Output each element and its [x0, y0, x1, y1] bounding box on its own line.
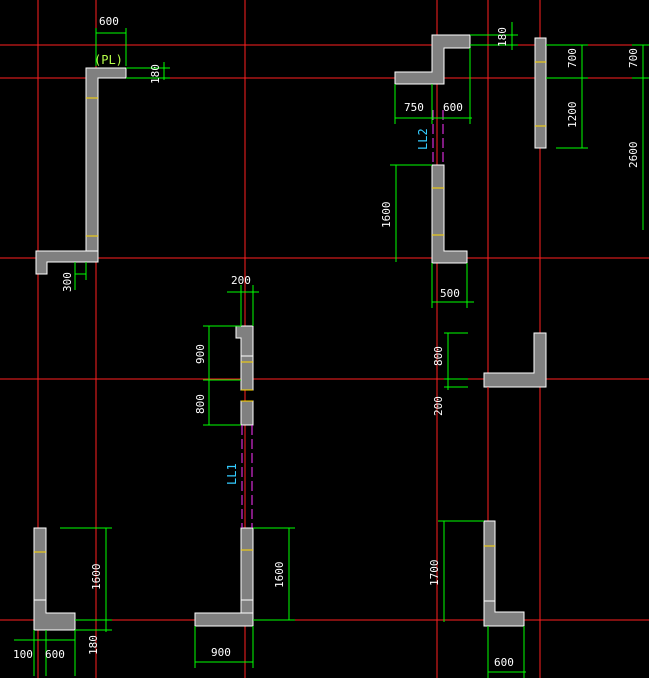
walls: [33, 34, 547, 631]
l-shaped-wall-top-left: [85, 67, 127, 99]
beam-label: LL1: [225, 463, 239, 485]
l-shaped-column-bottom-left: [33, 599, 76, 631]
dimension-label: 1700: [428, 560, 441, 587]
dimension-label: 180: [149, 64, 162, 84]
dimension-label: 300: [61, 272, 74, 292]
l-shaped-wall-bottom: [194, 599, 254, 627]
dimension-label: 1600: [273, 562, 286, 589]
beams: LL2 LL1: [225, 110, 444, 528]
pl-label: (PL): [94, 53, 123, 67]
wall-segment: [33, 527, 47, 601]
dimension-label: 800: [432, 346, 445, 366]
dimension-label: 600: [45, 648, 65, 661]
l-shaped-column-right-middle: [483, 332, 547, 388]
dimension-label: 700: [566, 48, 579, 68]
dimension-label: 600: [99, 15, 119, 28]
l-shaped-column-bottom-right: [483, 600, 525, 627]
wall-segment: [483, 520, 496, 602]
l-shaped-column-mid-right: [431, 234, 468, 264]
dimension-label: 180: [87, 635, 100, 655]
dimension-label: 750: [404, 101, 424, 114]
dimension-label: 500: [440, 287, 460, 300]
dimension-label: 180: [496, 27, 509, 47]
wall-segment: [431, 164, 445, 236]
dimension-label: 100: [13, 648, 33, 661]
beam-label: LL2: [416, 128, 430, 150]
dimension-label: 900: [211, 646, 231, 659]
dimension-label: 1600: [90, 564, 103, 591]
wall-segment: [240, 527, 254, 601]
z-shaped-column-top-right: [394, 34, 471, 85]
dimension-label: 1200: [566, 102, 579, 129]
wall-segment: [85, 97, 99, 237]
dimension-labels: 600 180 300 200 900 800 100 600 180 1600…: [13, 15, 640, 669]
dimension-lines: [14, 22, 649, 678]
dimension-label: 200: [432, 396, 445, 416]
wall-segment: [240, 355, 254, 391]
wall-segment: [240, 400, 254, 426]
dimension-label: 900: [194, 344, 207, 364]
wall-segment: [534, 37, 547, 149]
dimension-label: 200: [231, 274, 251, 287]
dimension-label: 800: [194, 394, 207, 414]
dimension-label: 600: [494, 656, 514, 669]
l-shaped-column-left: [35, 250, 99, 275]
dimension-label: 1600: [380, 202, 393, 229]
dimension-label: 600: [443, 101, 463, 114]
dimension-label: 2600: [627, 142, 640, 169]
wall-end-column: [235, 325, 254, 357]
dimension-label: 700: [627, 48, 640, 68]
